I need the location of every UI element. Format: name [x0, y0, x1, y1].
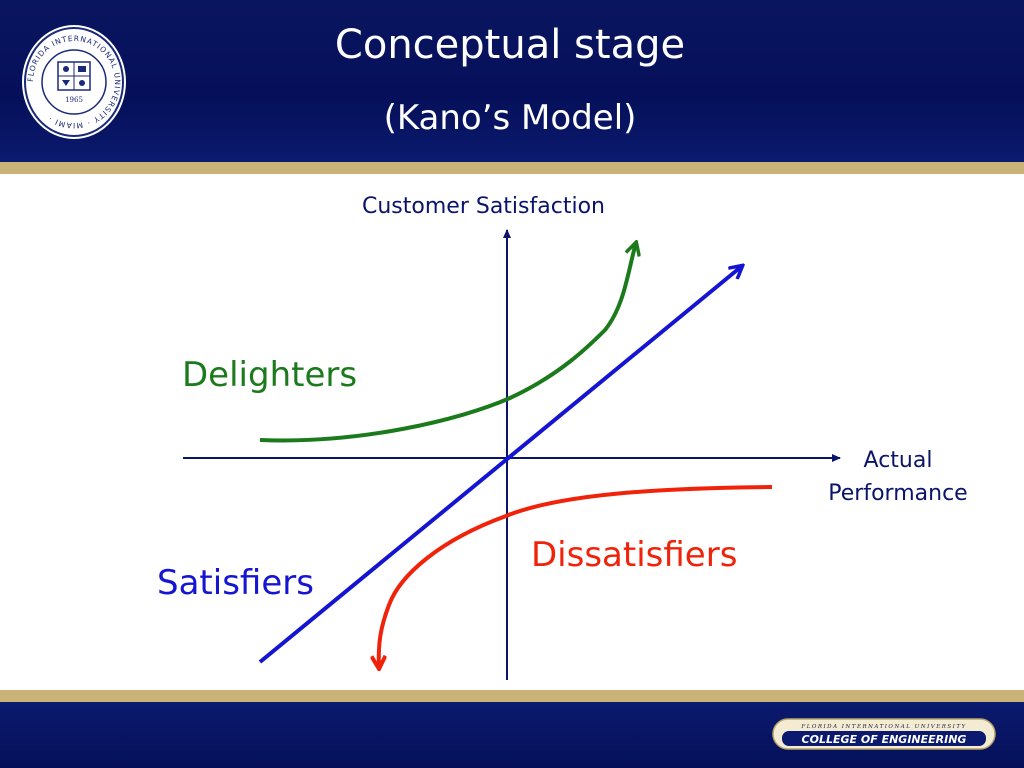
- satisfiers-label: Satisfiers: [157, 563, 314, 603]
- kano-diagram: [183, 229, 841, 680]
- y-axis-label: Customer Satisfaction: [362, 194, 605, 219]
- header-gold-stripe: [0, 162, 1024, 174]
- svg-text:FLORIDA INTERNATIONAL UNIVERSI: FLORIDA INTERNATIONAL UNIVERSITY: [800, 724, 966, 730]
- delighters-label: Delighters: [182, 355, 358, 395]
- college-badge-logo: FLORIDA INTERNATIONAL UNIVERSITY COLLEGE…: [772, 718, 996, 750]
- slide-title: Conceptual stage: [334, 22, 686, 68]
- svg-text:1965: 1965: [65, 96, 83, 104]
- slide-subtitle: (Kano’s Model): [383, 98, 637, 138]
- university-seal-icon: FLORIDA INTERNATIONAL UNIVERSITY · MIAMI…: [22, 25, 126, 139]
- satisfiers-curve: [258, 266, 742, 664]
- x-axis-label: Actual Performance: [828, 448, 968, 506]
- dissatisfiers-curve: [379, 485, 773, 668]
- header-band: [0, 0, 1024, 162]
- footer-gold-stripe: [0, 690, 1024, 702]
- dissatisfiers-label: Dissatisfiers: [531, 535, 738, 575]
- svg-text:COLLEGE OF ENGINEERING: COLLEGE OF ENGINEERING: [802, 733, 967, 746]
- delighters-curve: [259, 243, 636, 443]
